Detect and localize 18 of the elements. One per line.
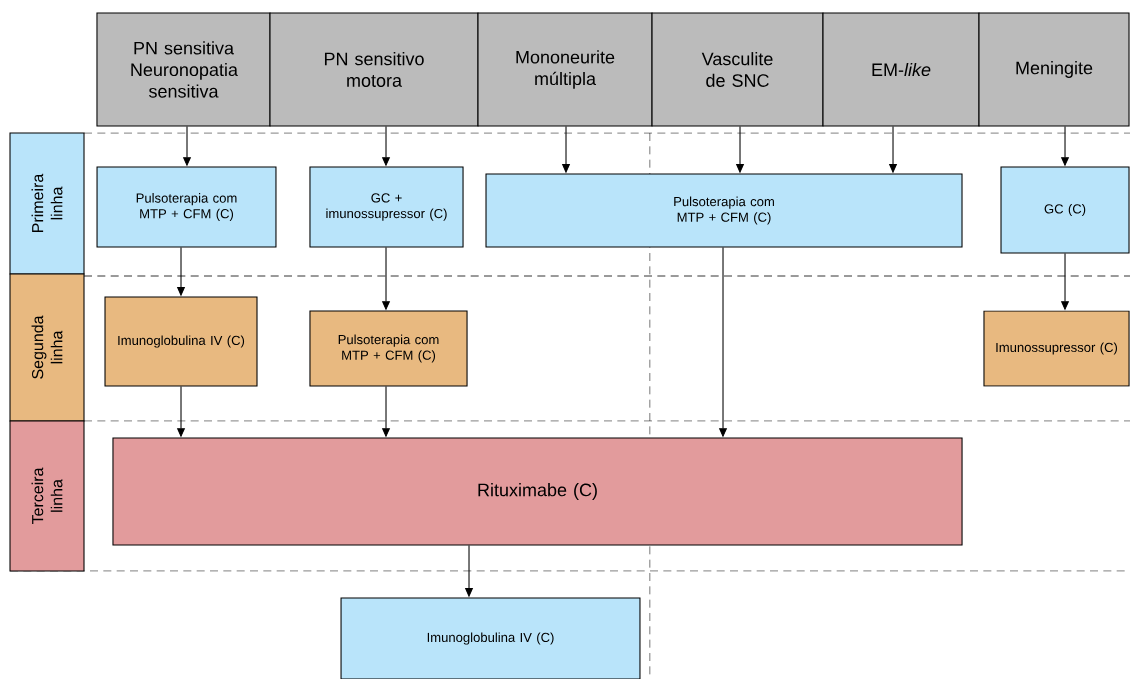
column-header: Meningite bbox=[978, 12, 1130, 127]
treatment-box: Pulsoterapia com MTP + CFM (C) bbox=[485, 173, 963, 248]
lane-label: Primeira linha bbox=[9, 132, 85, 275]
treatment-box: Imunoglobulina IV (C) bbox=[104, 296, 258, 387]
treatment-box: Imunoglobulina IV (C) bbox=[340, 597, 641, 679]
column-header: Vasculite de SNC bbox=[651, 12, 824, 127]
treatment-box: Pulsoterapia com MTP + CFM (C) bbox=[309, 310, 468, 387]
treatment-box: GC (C) bbox=[1000, 166, 1130, 254]
treatment-box: Pulsoterapia com MTP + CFM (C) bbox=[96, 166, 277, 248]
treatment-box: Rituximabe (C) bbox=[112, 437, 963, 546]
column-header: PN sensitivo motora bbox=[269, 12, 479, 127]
lane-label: Segunda linha bbox=[9, 273, 85, 422]
column-header: EM-like bbox=[822, 12, 980, 127]
column-header: PN sensitiva Neuronopatia sensitiva bbox=[96, 12, 271, 127]
treatment-box: Imunossupressor (C) bbox=[983, 310, 1130, 387]
treatment-box: GC + imunossupressor (C) bbox=[309, 166, 464, 248]
column-header: Mononeurite múltipla bbox=[477, 12, 653, 127]
lane-label: Terceira linha bbox=[9, 420, 85, 572]
